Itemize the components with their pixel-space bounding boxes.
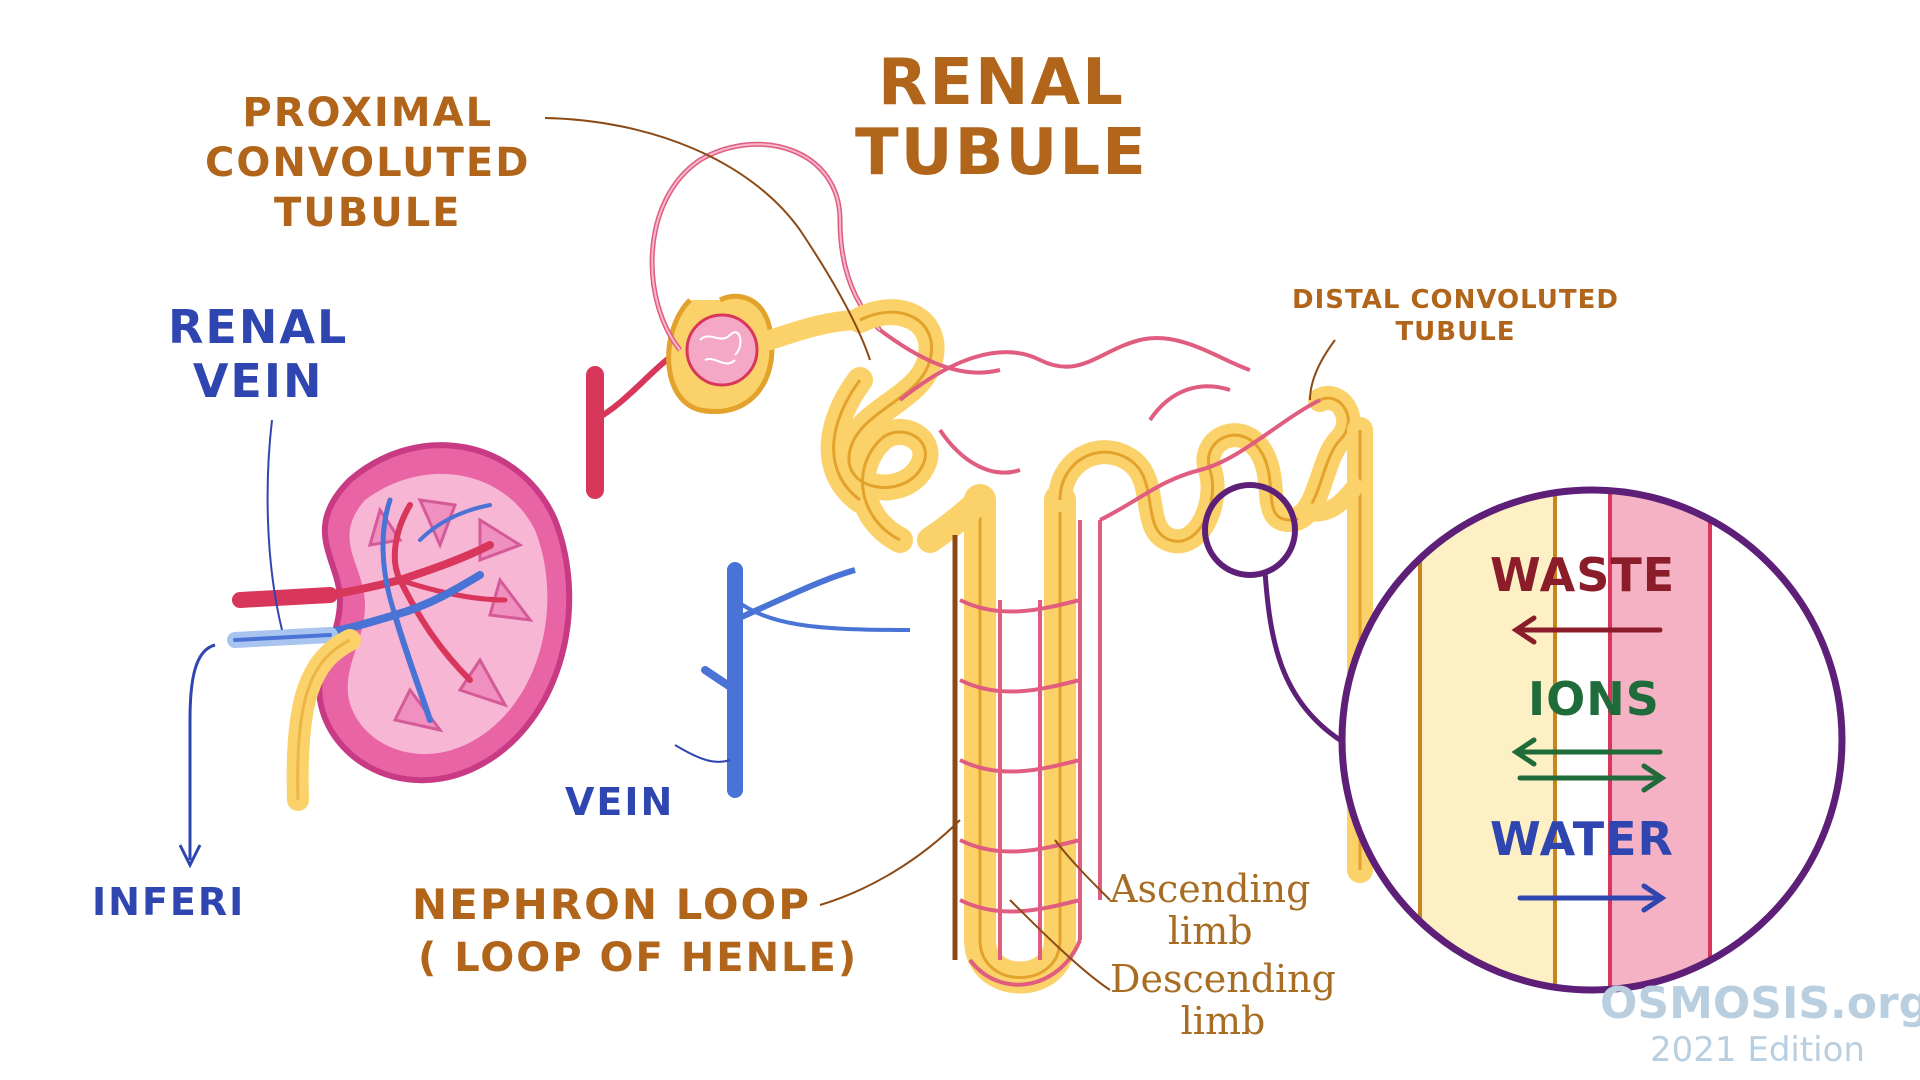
label-vein: VEIN (565, 780, 675, 824)
descending-line-2: limb (1180, 999, 1266, 1043)
label-distal-convoluted-tubule: DISTAL CONVOLUTED TUBULE (1292, 284, 1619, 348)
title-line-2: TUBULE (855, 116, 1148, 190)
proximal-line-3: TUBULE (273, 190, 462, 236)
distal-line-1: DISTAL CONVOLUTED (1292, 285, 1619, 315)
zoom-label-ions: IONS (1528, 672, 1660, 726)
zoom-inset (1338, 486, 1846, 994)
label-renal-vein: RENAL VEIN (168, 300, 348, 408)
label-loop-of-henle: ( LOOP OF HENLE) (418, 935, 859, 981)
renal-vein-line-2: VEIN (192, 354, 324, 408)
watermark-brand: OSMOSIS.org (1600, 978, 1920, 1029)
watermark-edition: 2021 Edition (1650, 1030, 1865, 1070)
ascending-line-2: limb (1167, 909, 1253, 953)
title-line-1: RENAL (878, 46, 1125, 120)
renal-vein-line-1: RENAL (168, 300, 349, 354)
descending-line-1: Descending (1110, 957, 1336, 1001)
ascending-line-1: Ascending (1110, 867, 1311, 911)
kidney-illustration (178, 419, 573, 869)
zoom-label-water: WATER (1490, 812, 1674, 866)
label-descending-limb: Descending limb (1110, 958, 1336, 1042)
label-nephron-loop: NEPHRON LOOP (412, 880, 812, 929)
distal-line-2: TUBULE (1395, 317, 1516, 347)
label-proximal-convoluted-tubule: PROXIMAL CONVOLUTED TUBULE (205, 88, 530, 238)
proximal-line-2: CONVOLUTED (205, 140, 531, 186)
proximal-line-1: PROXIMAL (242, 90, 494, 136)
label-ascending-limb: Ascending limb (1110, 868, 1310, 952)
label-inferi: INFERI (92, 880, 246, 924)
diagram-title: RENAL TUBULE (855, 48, 1148, 188)
nephron-illustration (544, 117, 1373, 994)
zoom-label-waste: WASTE (1490, 548, 1676, 602)
